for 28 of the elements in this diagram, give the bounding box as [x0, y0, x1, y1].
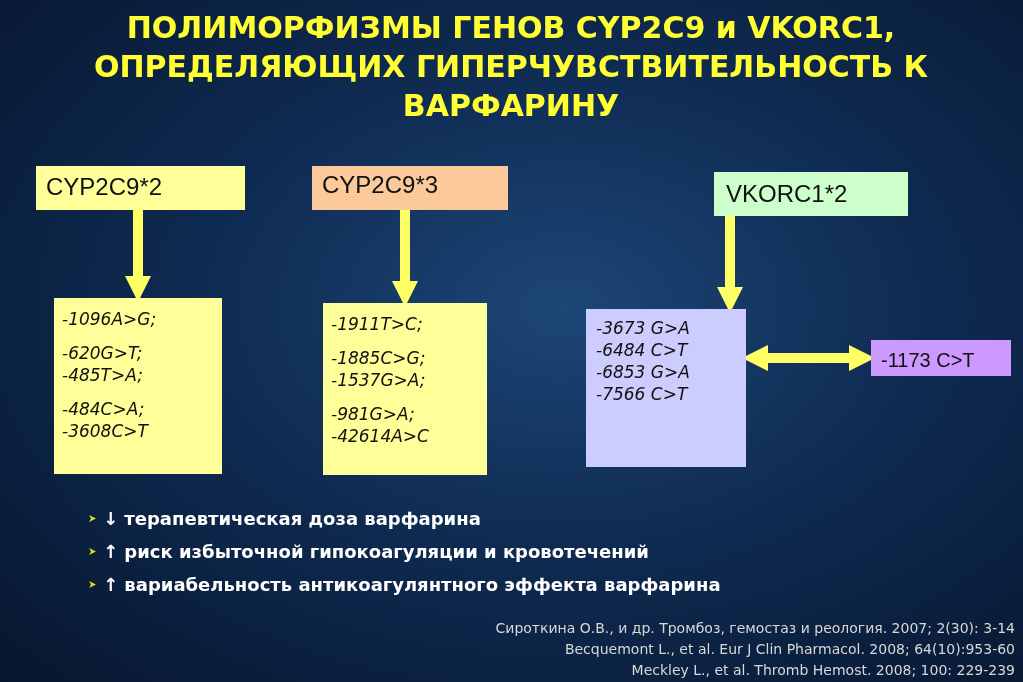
gene-label: CYP2C9*3 [322, 170, 440, 200]
reference-text: Сироткина О.В., и др. Тромбоз, гемостаз и реология. 2007; 2(30): 3-14 [495, 620, 1015, 636]
variant-text: -620G>T; -485T>A; [62, 342, 144, 386]
variant-box [323, 303, 487, 475]
variant-text: -7566 C>T [596, 383, 690, 405]
variant-text: -1885C>G; -1537G>A; [331, 347, 427, 391]
variant-box [871, 340, 1011, 376]
variant-box [54, 298, 222, 474]
gene-label: CYP2C9*2 [46, 172, 164, 202]
variant-text: -981G>A; -42614A>C [331, 403, 430, 447]
variant-text: -6853 G>A [596, 361, 691, 383]
variant-text: -3673 G>A [596, 317, 691, 339]
gene-box [714, 172, 908, 216]
variant-text: -1911T>C; [331, 313, 424, 335]
variant-text: -1096A>G; [62, 308, 158, 330]
variant-text: -484C>A; -3608C>T [62, 398, 150, 442]
reference-text: Becquemont L., et al. Eur J Clin Pharmacol. 2008; 64(10):953-60 [564, 641, 1015, 657]
reference-text: Meckley L., et al. Thromb Hemost. 2008; 100: 229-239 [631, 662, 1015, 678]
bullet-text: ↓ терапевтическая доза варфарина [103, 508, 481, 529]
variant-text: -6484 C>T [596, 339, 690, 361]
variant-box [586, 309, 746, 467]
bullet-text: ↑ риск избыточной гипокоагуляции и кровотечений [103, 541, 649, 562]
gene-label: VKORC1*2 [726, 179, 849, 209]
bullet-text: ↑ вариабельность антикоагулянтного эффекта варфарина [103, 574, 721, 595]
gene-box [36, 166, 245, 210]
gene-box [312, 166, 508, 210]
title: ПОЛИМОРФИЗМЫ ГЕНОВ CYP2C9 и VKORC1, ОПРЕДЕЛЯЮЩИХ ГИПЕРЧУВСТВИТЕЛЬНОСТЬ К ВАРФАРИНУ [92, 9, 930, 125]
variant-label: -1173 C>T [881, 348, 976, 373]
